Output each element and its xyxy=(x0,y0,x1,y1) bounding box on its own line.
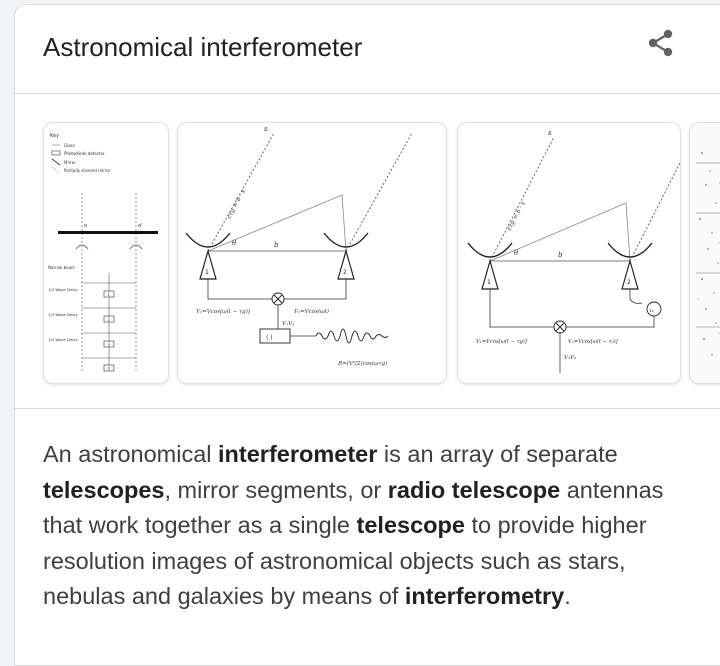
narrow-beam-label: Narrow beam xyxy=(48,265,75,270)
wave-delay-label: 1/4 Wave Delay xyxy=(48,287,79,292)
card-header: Astronomical interferometer xyxy=(15,5,720,94)
image-thumbnail-3[interactable]: s b θ cτg = b · s 1 2 τ₀ V₁=Vcos[ω(t xyxy=(457,122,681,384)
keyword-interferometry: interferometry xyxy=(405,583,564,609)
description-segment: , mirror segments, or xyxy=(164,477,387,503)
keyword-telescope: telescope xyxy=(357,512,465,538)
angle-label: θ xyxy=(232,239,237,247)
baseline-label: b xyxy=(274,241,279,249)
delay-label: cτg = b · s xyxy=(506,200,527,232)
v1-label: V₁=Vcos[ω(t − τg)] xyxy=(196,308,251,315)
antenna-number: 1 xyxy=(487,279,491,286)
description-segment: is an array of separate xyxy=(377,441,617,467)
knowledge-card: Astronomical interferometer Key Glass Ph… xyxy=(14,4,720,666)
delay-tau-label: τ₀ xyxy=(649,308,654,314)
card-title: Astronomical interferometer xyxy=(43,30,362,64)
image-gallery[interactable]: Key Glass Photodiode detector Mirror Par… xyxy=(15,94,720,409)
v1-label: V₁=Vcos[ω(t − τg)] xyxy=(476,338,528,345)
product-label: V₁V₂ xyxy=(282,321,294,327)
description-text: An astronomical interferometer is an arr… xyxy=(43,437,703,615)
key-item: Partially silvered mirror xyxy=(64,168,111,173)
baseline-label: b xyxy=(558,251,563,259)
result-label: R=(V²/2)cos(ωτg) xyxy=(337,360,387,367)
averager-label: ⟨ ⟩ xyxy=(266,334,273,341)
source-label: s xyxy=(264,125,268,133)
key-item: Glass xyxy=(64,143,75,148)
image-thumbnail-2[interactable]: s b θ cτg = b · s 1 2 V₁=Vcos[ω(t − τg)]… xyxy=(177,122,447,384)
source-label: s xyxy=(548,129,552,137)
delay-label: cτg = b · s xyxy=(226,188,247,220)
keyword-radio-telescope: radio telescope xyxy=(388,477,560,503)
share-icon[interactable] xyxy=(645,27,677,59)
keyword-telescopes: telescopes xyxy=(43,477,164,503)
antenna-number: 2 xyxy=(343,269,347,276)
v2-label: V₂=Vcos(ωt) xyxy=(294,308,329,315)
label-o-prime: o' xyxy=(138,223,142,229)
v2-label: V₂=Vcos[ω(t − τ₀)] xyxy=(568,338,619,345)
label-o: o xyxy=(84,223,87,229)
image-thumbnail-1[interactable]: Key Glass Photodiode detector Mirror Par… xyxy=(43,122,169,384)
wave-delay-label: 1/4 Wave Delay xyxy=(48,337,79,342)
description-segment: An astronomical xyxy=(43,441,218,467)
product-label: V₁V₂ xyxy=(564,355,576,361)
antenna-number: 2 xyxy=(627,279,631,286)
key-item: Photodiode detector xyxy=(64,151,105,156)
key-title: Key xyxy=(50,133,59,139)
keyword-interferometer: interferometer xyxy=(218,441,377,467)
wave-delay-label: 1/4 Wave Delay xyxy=(48,312,79,317)
key-item: Mirror xyxy=(64,160,76,165)
angle-label: θ xyxy=(514,249,519,257)
image-thumbnail-4[interactable] xyxy=(689,122,720,384)
antenna-number: 1 xyxy=(205,269,209,276)
description-segment: . xyxy=(564,583,571,609)
